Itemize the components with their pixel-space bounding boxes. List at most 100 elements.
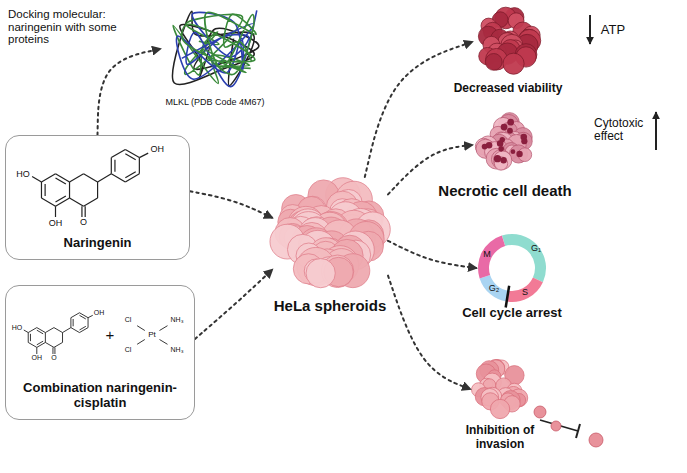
bond bbox=[54, 347, 55, 354]
compound-box: Combination naringenin-cisplatin bbox=[5, 285, 195, 420]
necrotic-core bbox=[494, 155, 501, 162]
cycle-phase bbox=[480, 275, 509, 302]
necrotic-core bbox=[482, 144, 488, 150]
necrotic-core bbox=[521, 138, 527, 144]
bond bbox=[23, 329, 29, 332]
atom-label: HO bbox=[15, 170, 31, 180]
bond bbox=[71, 328, 80, 333]
phase-label: M bbox=[482, 250, 492, 260]
bond bbox=[137, 340, 145, 345]
bond bbox=[37, 328, 46, 333]
viability-cluster bbox=[478, 7, 540, 74]
bond bbox=[88, 318, 89, 328]
bond bbox=[84, 198, 98, 206]
bond bbox=[56, 196, 66, 202]
atom-label: NH₃ bbox=[170, 346, 185, 354]
bond bbox=[85, 206, 86, 217]
inhibition-bar bbox=[576, 424, 580, 438]
node-caption: Cell cycle arrest bbox=[437, 306, 587, 321]
bond bbox=[28, 328, 37, 333]
dotted-arrow bbox=[388, 241, 476, 268]
phase-label: G₂ bbox=[488, 284, 501, 294]
necrotic-core bbox=[500, 157, 506, 163]
bond bbox=[41, 198, 55, 206]
necrotic-core bbox=[497, 140, 504, 147]
dotted-arrow bbox=[190, 191, 272, 217]
bond bbox=[111, 158, 112, 174]
migrating-cells bbox=[534, 406, 603, 447]
spheroid-node: HeLa spheroids bbox=[272, 177, 388, 293]
increase-arrow bbox=[655, 112, 657, 150]
bond bbox=[63, 328, 71, 333]
cell bbox=[490, 399, 509, 418]
effect-label: Cytotoxic effect bbox=[594, 117, 652, 143]
bond bbox=[79, 315, 85, 319]
bond bbox=[139, 158, 140, 174]
atom-label: OH bbox=[93, 309, 106, 317]
atom-label: NH₃ bbox=[170, 316, 185, 324]
cisplatin-structure bbox=[137, 326, 167, 345]
bond bbox=[84, 174, 98, 182]
bond bbox=[56, 178, 66, 184]
bond bbox=[70, 198, 84, 206]
bond bbox=[79, 328, 88, 333]
invasion-cluster bbox=[472, 359, 528, 418]
necrotic-core bbox=[498, 146, 504, 152]
bond bbox=[139, 153, 148, 158]
atom-label: O bbox=[50, 354, 57, 362]
atom-label: OH bbox=[31, 355, 44, 363]
bond bbox=[79, 326, 85, 330]
atom-label: O bbox=[79, 218, 88, 228]
arrest-mark bbox=[506, 286, 509, 308]
dotted-arrow bbox=[98, 49, 161, 135]
bond bbox=[79, 313, 88, 318]
necrotic-core bbox=[516, 151, 522, 157]
atom-label: OH bbox=[48, 219, 64, 229]
box-label: Naringenin bbox=[64, 236, 132, 251]
dotted-arrow bbox=[195, 270, 272, 339]
bond bbox=[41, 174, 55, 182]
dotted-arrow bbox=[388, 276, 470, 389]
effect-label: ATP bbox=[600, 23, 626, 37]
bond bbox=[37, 330, 43, 334]
bond bbox=[125, 150, 139, 158]
bond bbox=[41, 182, 42, 198]
bond bbox=[70, 318, 71, 328]
node-caption: Decreased viability bbox=[433, 82, 583, 96]
dotted-arrow bbox=[365, 42, 472, 177]
node-caption: Inhibition of invasion bbox=[454, 424, 546, 452]
atom-label: OH bbox=[149, 145, 165, 155]
bond bbox=[111, 150, 125, 158]
atom-label: Pt bbox=[147, 331, 157, 340]
node-caption: HeLa spheroids bbox=[250, 297, 410, 314]
bond bbox=[55, 206, 56, 217]
bond bbox=[70, 174, 84, 182]
outcome-node: Inhibition of invasion bbox=[470, 358, 530, 420]
bond bbox=[62, 333, 63, 343]
bond bbox=[45, 333, 46, 343]
bond bbox=[98, 174, 112, 182]
naringenin-structure bbox=[32, 150, 148, 218]
node-caption: Necrotic cell death bbox=[415, 182, 595, 199]
bond bbox=[81, 206, 82, 217]
atom-label: HO bbox=[11, 324, 24, 332]
outcome-node: Decreased viability bbox=[472, 6, 544, 78]
bond bbox=[69, 182, 70, 198]
necrotic-core bbox=[501, 124, 508, 131]
protein-chain bbox=[182, 12, 256, 74]
protein-structure: MLKL (PDB Code 4M67) bbox=[160, 5, 270, 93]
necrotic-core bbox=[507, 119, 514, 126]
bond bbox=[36, 347, 37, 354]
bond bbox=[32, 177, 41, 182]
bond bbox=[56, 174, 70, 182]
necrotic-cluster bbox=[475, 113, 532, 171]
plus-sign: + bbox=[105, 327, 116, 344]
bond bbox=[125, 174, 139, 182]
bond bbox=[52, 347, 53, 354]
inhibition-line bbox=[540, 420, 578, 431]
phase-label: S bbox=[521, 288, 529, 298]
cell bbox=[589, 433, 603, 447]
bond bbox=[160, 326, 168, 331]
note: Docking molecular: naringenin with some … bbox=[8, 8, 158, 46]
